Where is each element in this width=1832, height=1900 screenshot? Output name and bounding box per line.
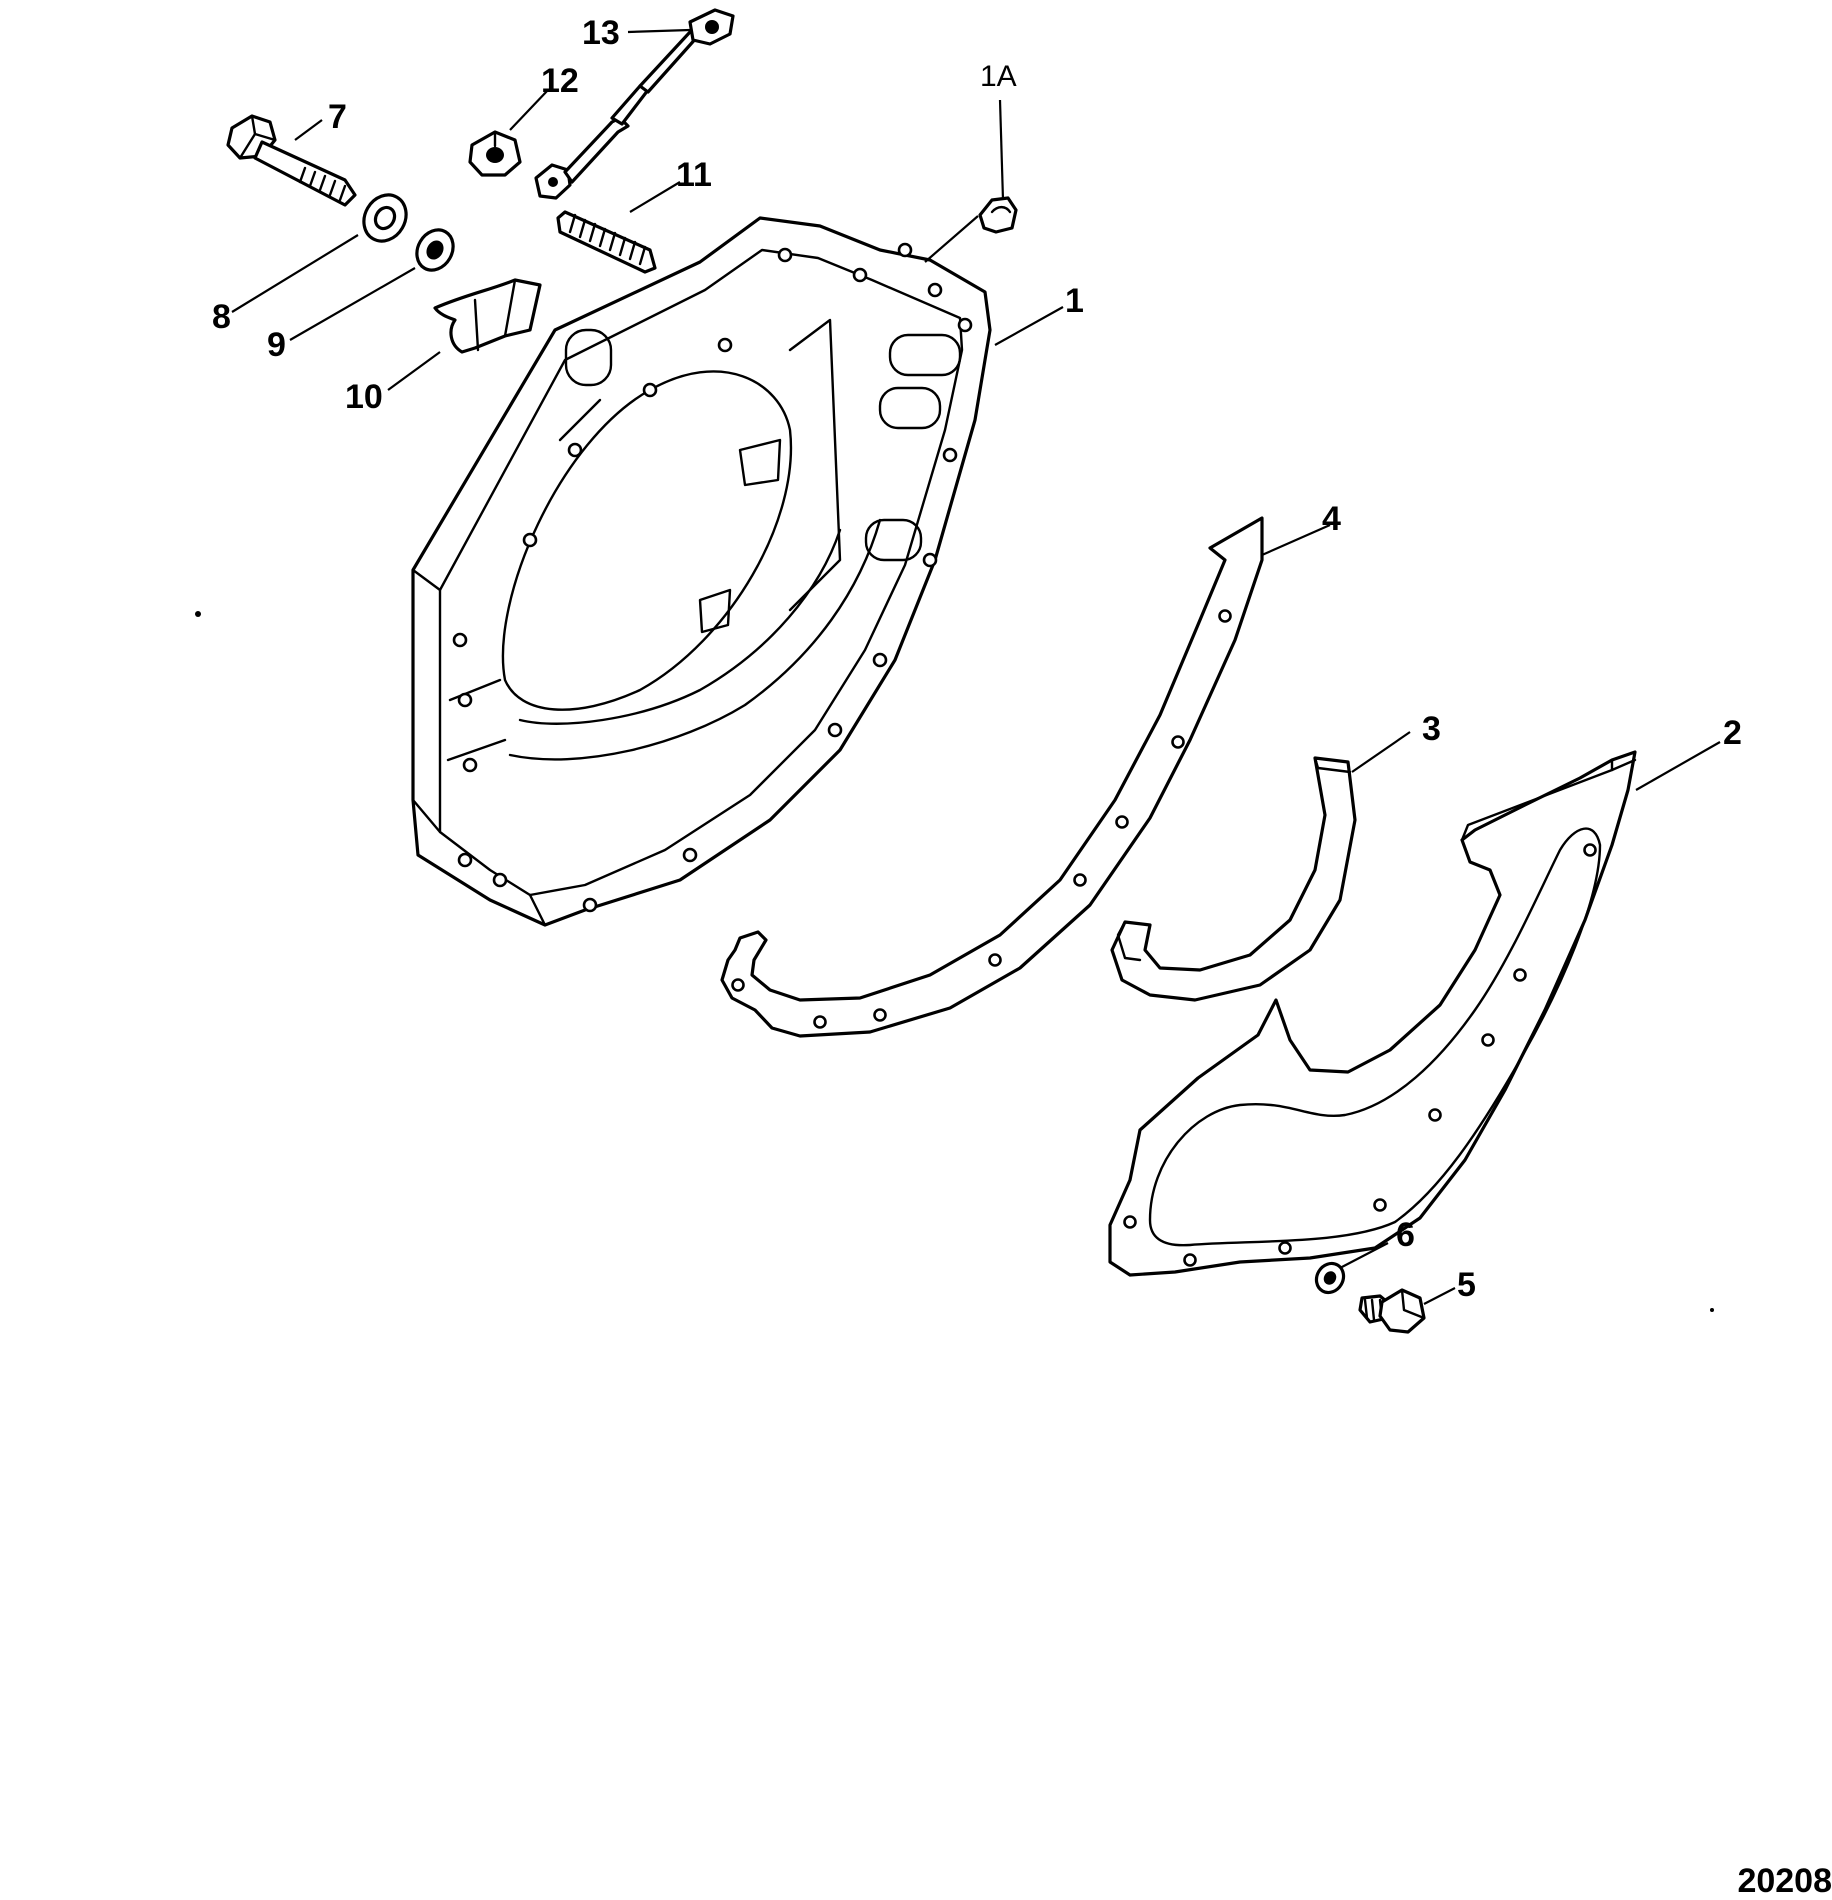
callout-6: 6 — [1396, 1216, 1415, 1254]
callout-3: 3 — [1422, 710, 1441, 748]
leader-4 — [1261, 523, 1331, 557]
callout-7: 7 — [328, 98, 347, 136]
housing-gasket — [720, 516, 1264, 1038]
leader-7 — [294, 119, 323, 141]
flywheel-housing — [411, 216, 992, 927]
bolt-7 — [226, 114, 357, 207]
callout-1a: 1A — [980, 60, 1017, 93]
clip-10 — [433, 278, 542, 354]
callout-8: 8 — [212, 298, 231, 336]
leader-1a — [998, 99, 1005, 201]
leader-11 — [629, 181, 681, 213]
seal-half — [1110, 756, 1357, 1002]
flat-washer-9 — [415, 228, 455, 272]
leader-6 — [1339, 1242, 1389, 1269]
callout-11: 11 — [676, 156, 712, 194]
bolt-5 — [1358, 1288, 1426, 1334]
leader-12 — [509, 89, 549, 131]
lock-washer-6 — [1314, 1261, 1346, 1295]
nut-12 — [468, 130, 522, 177]
leader-5 — [1423, 1287, 1456, 1305]
leader-8 — [231, 234, 359, 313]
leader-2 — [1635, 741, 1721, 791]
callout-9: 9 — [267, 326, 286, 364]
callout-12: 12 — [541, 62, 579, 100]
drawing-number: 20208 — [1737, 1862, 1832, 1900]
leader-13 — [627, 28, 691, 34]
callout-4: 4 — [1322, 500, 1341, 538]
callout-5: 5 — [1457, 1266, 1476, 1304]
scan-speck — [1710, 1308, 1714, 1312]
leader-1 — [994, 306, 1064, 346]
ground-strap-13 — [534, 8, 735, 200]
leader-10 — [387, 351, 441, 391]
stud-11 — [556, 210, 657, 274]
callout-1: 1 — [1065, 282, 1084, 320]
plug-1a — [978, 196, 1018, 234]
leader-lines — [231, 28, 1721, 1305]
callout-13: 13 — [582, 14, 620, 52]
leader-1a-2 — [924, 215, 979, 263]
leader-9 — [289, 267, 416, 341]
scan-speck — [195, 611, 201, 617]
lock-washer-8 — [362, 193, 408, 243]
inspection-plate — [1108, 750, 1637, 1277]
callout-10: 10 — [345, 378, 383, 416]
callout-2: 2 — [1723, 714, 1742, 752]
leader-3 — [1351, 731, 1411, 773]
